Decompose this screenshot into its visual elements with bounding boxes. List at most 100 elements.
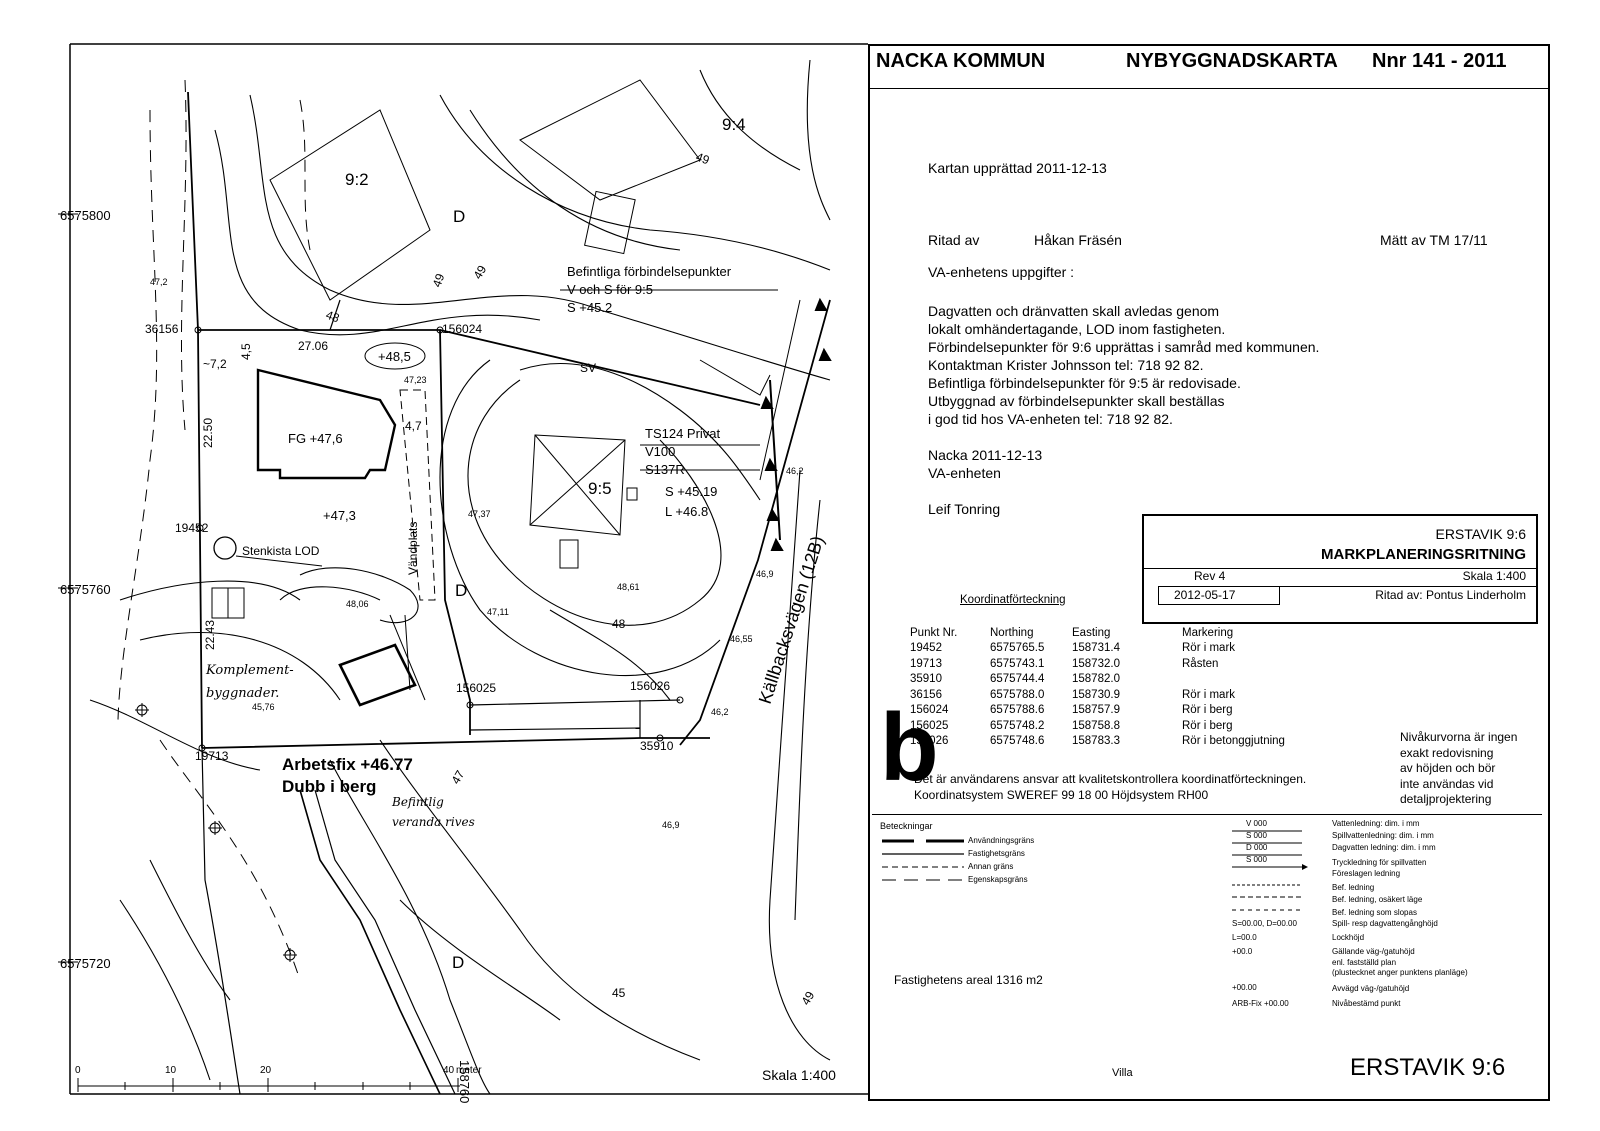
legend-heading: Beteckningar bbox=[880, 821, 933, 831]
tb-scale: Skala 1:400 bbox=[1462, 569, 1526, 583]
tb-property: ERSTAVIK 9:6 bbox=[1435, 526, 1526, 542]
table-header-row: Punkt Nr. Northing Easting Markering bbox=[910, 626, 1234, 639]
legend-item: Avvägd väg-/gatuhöjd bbox=[1332, 984, 1410, 993]
coordinate-table: Punkt Nr. Northing Easting Markering 194… bbox=[910, 625, 1295, 749]
main-house-outline bbox=[256, 368, 397, 480]
komplement-label: byggnader. bbox=[206, 686, 279, 701]
tb-date: 2012-05-17 bbox=[1174, 588, 1236, 602]
contour-label: 47 bbox=[448, 768, 467, 787]
dimension-label: 27.06 bbox=[298, 339, 328, 353]
table-cell: Rör i mark bbox=[1182, 642, 1236, 655]
b-letter: b bbox=[880, 694, 939, 801]
title-header: NACKA KOMMUN NYBYGGNADSKARTA Nnr 141 - 2… bbox=[868, 44, 1550, 89]
nnr: Nnr 141 - 2011 bbox=[1372, 50, 1507, 72]
table-cell: 158783.3 bbox=[1072, 735, 1120, 748]
table-cell: 6575748.2 bbox=[990, 719, 1045, 732]
legend-key: S 000 bbox=[1246, 831, 1267, 840]
contour-note: Nivåkurvorna är ingen exakt redovisning … bbox=[1400, 730, 1518, 806]
legend-item: Föreslagen ledning bbox=[1332, 869, 1401, 878]
info-panel bbox=[868, 87, 1550, 1101]
place-date: Nacka 2011-12-13 bbox=[928, 447, 1043, 463]
northing-label: 6575720 bbox=[60, 956, 111, 971]
contour-label: 49 bbox=[430, 271, 448, 289]
parcel-label: 9:4 bbox=[722, 115, 746, 134]
created-date: Kartan upprättad 2011-12-13 bbox=[928, 160, 1107, 176]
point-label: 156024 bbox=[442, 322, 482, 336]
spot-height: 47,37 bbox=[468, 509, 491, 519]
komplement-label: Komplement- bbox=[205, 663, 294, 678]
legend-item: Spill- resp dagvattengånghöjd bbox=[1332, 919, 1438, 928]
legend-key: S 000 bbox=[1246, 855, 1267, 864]
spot-height: 45,76 bbox=[252, 702, 275, 712]
dimension-label: 4,5 bbox=[239, 343, 253, 360]
legend-key: +00.0 bbox=[1232, 947, 1253, 956]
table-cell: Rör i berg bbox=[1182, 719, 1233, 732]
connection-label: V och S för 9:5 bbox=[567, 282, 653, 297]
point-label: 19452 bbox=[175, 521, 209, 535]
measured-by: Mätt av TM 17/11 bbox=[1380, 232, 1488, 248]
house-9-5 bbox=[529, 434, 638, 569]
table-cell: 158730.9 bbox=[1072, 688, 1120, 701]
drawn-label: Ritad av bbox=[928, 232, 980, 248]
legend-key: V 000 bbox=[1246, 819, 1267, 828]
arbetsfix-label: Arbetsfix +46.77 bbox=[282, 755, 413, 774]
table-cell: 36156 bbox=[910, 688, 942, 701]
ts-label: L +46.8 bbox=[665, 504, 708, 519]
legend-item: (plustecknet anger punktens planläge) bbox=[1332, 968, 1468, 977]
contour-label: 48 bbox=[324, 308, 342, 326]
drawn-by: Håkan Fräsén bbox=[1034, 232, 1122, 248]
property-area: Fastighetens areal 1316 m2 bbox=[894, 973, 1043, 987]
point-label: 36156 bbox=[145, 322, 179, 336]
table-cell: 156026 bbox=[910, 735, 949, 748]
northing-label: 6575800 bbox=[60, 208, 111, 223]
legend-key: +00.00 bbox=[1232, 983, 1257, 992]
coord-heading: Koordinatförteckning bbox=[960, 594, 1066, 606]
signature: Leif Tonring bbox=[928, 501, 1001, 517]
scalebar-label: 10 bbox=[165, 1065, 177, 1076]
table-cell: 158757.9 bbox=[1072, 704, 1120, 717]
legend: Beteckningar Användningsgräns Fastighets… bbox=[872, 814, 1542, 1067]
terrain-d-label: D bbox=[453, 207, 465, 226]
legend-item: Nivåbestämd punkt bbox=[1332, 999, 1401, 1008]
va-heading: VA-enhetens uppgifter : bbox=[928, 264, 1075, 280]
dimension-label: 4,7 bbox=[405, 419, 422, 433]
height-label: +47,3 bbox=[323, 508, 356, 523]
legend-line-samples bbox=[882, 839, 964, 881]
org-name: NACKA KOMMUN bbox=[876, 50, 1046, 72]
table-cell: 6575744.4 bbox=[990, 673, 1045, 686]
tb-drawn-by: Ritad av: Pontus Linderholm bbox=[1375, 588, 1526, 602]
footer-type: Villa bbox=[1112, 1067, 1133, 1079]
table-cell: 6575748.6 bbox=[990, 735, 1045, 748]
legend-item: Bef. ledning, osäkert läge bbox=[1332, 895, 1423, 904]
ts-label: TS124 Privat bbox=[645, 426, 721, 441]
terrain-d-label: D bbox=[452, 953, 464, 972]
height-label: FG +47,6 bbox=[288, 431, 343, 446]
parcel-label: 9:5 bbox=[588, 479, 612, 498]
table-cell: Råsten bbox=[1182, 657, 1219, 670]
table-cell: Rör i berg bbox=[1182, 704, 1233, 717]
spot-height: 46,2 bbox=[786, 466, 804, 476]
point-label: 156026 bbox=[630, 679, 670, 693]
legend-utility-lines bbox=[1232, 830, 1308, 911]
northing-label: 6575760 bbox=[60, 582, 111, 597]
contour-label: 48 bbox=[612, 617, 626, 631]
scalebar-label: 40 bbox=[443, 1065, 455, 1076]
dimension-label: 22.50 bbox=[201, 418, 215, 448]
dimension-label: 22.43 bbox=[203, 620, 217, 650]
table-cell: 19713 bbox=[910, 657, 942, 670]
sv-label: SV bbox=[580, 361, 596, 375]
legend-item: Bef. ledning som slopas bbox=[1332, 908, 1417, 917]
veranda-label: veranda rives bbox=[392, 815, 475, 829]
spot-height: 47,11 bbox=[487, 607, 509, 617]
stenkista-label: Stenkista LOD bbox=[242, 544, 320, 558]
veranda-label: Befintlig bbox=[391, 795, 444, 809]
footer-property: ERSTAVIK 9:6 bbox=[1350, 1054, 1506, 1081]
vandplats-label: Vändplats bbox=[406, 522, 420, 575]
legend-item: Vattenledning: dim. i mm bbox=[1332, 819, 1420, 828]
point-label: 35910 bbox=[640, 739, 674, 753]
contour-label: 45 bbox=[612, 986, 626, 1000]
spot-height: 47,23 bbox=[404, 375, 427, 385]
